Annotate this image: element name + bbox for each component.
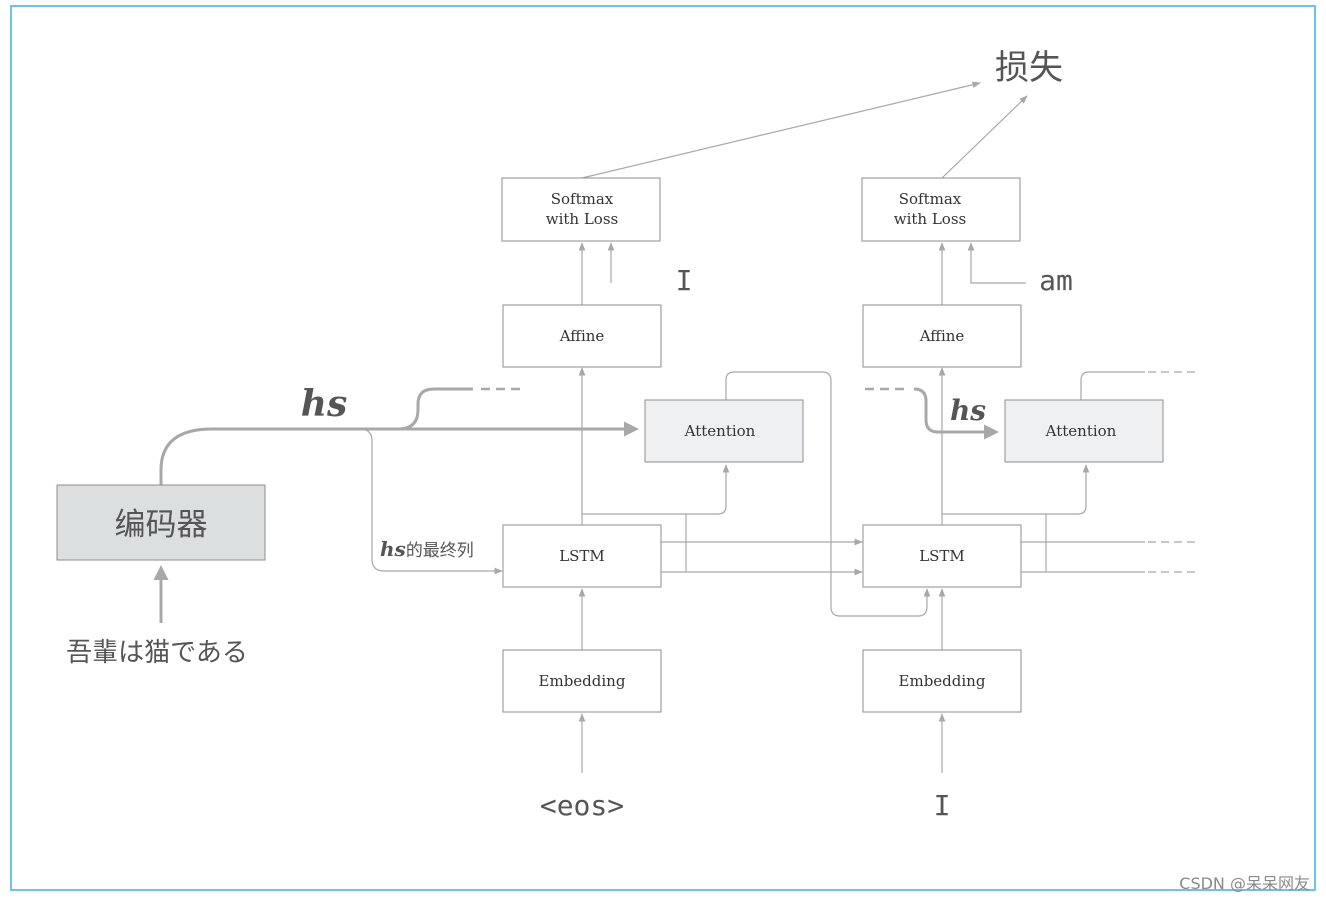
arrow-softmax1-to-loss — [581, 81, 981, 179]
embedding-label-2: Embedding — [899, 672, 986, 690]
encoder-input-sentence: 吾輩は猫である — [66, 638, 248, 668]
arrow-attention1-context-to-lstm2 — [725, 371, 931, 617]
target-token-1: I — [676, 264, 693, 297]
lstm-box-2 — [862, 524, 1022, 588]
decoder-step-2: Softmax with Loss am Affine Attention LS… — [861, 177, 1164, 822]
softmax-label-1b: with Loss — [546, 210, 618, 228]
target-token-2: am — [1039, 264, 1073, 297]
softmax-label-2: Softmax — [899, 190, 962, 208]
softmax-with-loss-box-1 — [501, 177, 661, 242]
arrow-lstm2-to-attention2 — [942, 464, 1090, 515]
attention-box-1 — [644, 399, 804, 463]
hs-branch-to-next — [397, 387, 473, 431]
connectors — [153, 81, 1196, 773]
encoder-group: 编码器 吾輩は猫である — [56, 484, 266, 668]
embedding-box-1 — [502, 649, 662, 713]
affine-box-1 — [502, 304, 662, 368]
attention-box-2 — [1004, 399, 1164, 463]
affine-box-2 — [862, 304, 1022, 368]
hs-last-column-label: hs的最终列 — [380, 537, 474, 561]
lstm-label-1: LSTM — [559, 547, 605, 565]
arrow-target2-to-softmax2 — [967, 242, 1026, 284]
hs-last-var: hs — [380, 537, 406, 561]
attention-label-1: Attention — [684, 422, 756, 440]
arrow-hs-to-attention1 — [159, 421, 639, 485]
hs-label-main: hs — [301, 383, 347, 425]
embedding-box-2 — [862, 649, 1022, 713]
input-token-1: <eos> — [540, 789, 624, 822]
encoder-box — [56, 484, 266, 561]
softmax-with-loss-box-2 — [861, 177, 1021, 242]
arrow-hs-to-attention2 — [913, 387, 999, 440]
input-token-2: I — [934, 789, 951, 822]
embedding-label-1: Embedding — [539, 672, 626, 690]
softmax-label-2b: with Loss — [894, 210, 966, 228]
hs-last-suffix: 的最终列 — [406, 541, 474, 561]
lstm-box-1 — [502, 524, 662, 588]
affine-label-1: Affine — [559, 327, 605, 345]
attention-label-2: Attention — [1045, 422, 1117, 440]
decoder-step-1: Softmax with Loss I Affine Attention LST… — [501, 177, 804, 822]
attention2-context-out — [1080, 371, 1145, 400]
affine-label-2: Affine — [919, 327, 965, 345]
arrow-hs-last-to-lstm1 — [359, 428, 503, 575]
encoder-label: 编码器 — [115, 507, 208, 543]
loss-label: 损失 — [995, 48, 1063, 88]
arrow-softmax2-to-loss — [941, 95, 1028, 179]
watermark: CSDN @呆呆网友 — [1179, 874, 1310, 893]
softmax-label-1: Softmax — [551, 190, 614, 208]
hs-label-step2: hs — [950, 394, 986, 427]
arrow-lstm1-to-attention1 — [582, 464, 730, 515]
lstm-label-2: LSTM — [919, 547, 965, 565]
